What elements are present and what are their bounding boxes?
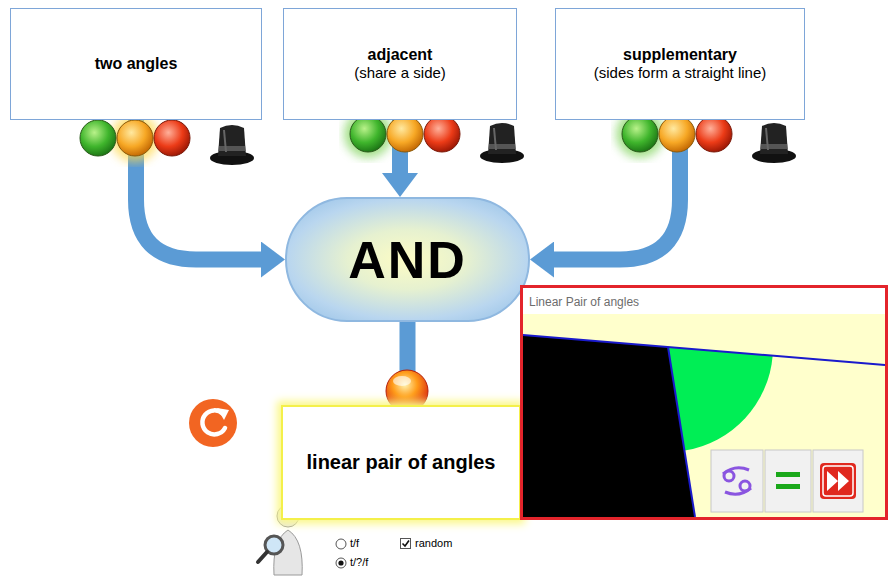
node-title: supplementary xyxy=(623,46,737,64)
checkbox-label: random xyxy=(415,537,452,549)
and-gate: AND xyxy=(285,197,530,322)
top-hat-icon xyxy=(752,123,796,163)
traffic-light xyxy=(622,116,732,152)
concept-box: adjacent(share a side) xyxy=(283,8,517,120)
node-title: AND xyxy=(348,230,467,290)
top-hat-icon xyxy=(480,123,524,163)
concept-box: linear pair of angles xyxy=(281,405,521,520)
checkbox xyxy=(401,539,411,549)
radio-label: t/f xyxy=(350,537,359,549)
traffic-light xyxy=(80,120,190,156)
node-title: linear pair of angles xyxy=(307,451,496,474)
preview-window: Linear Pair of angles xyxy=(520,285,888,520)
radio-button xyxy=(336,558,346,568)
cancer-symbol-icon xyxy=(723,468,751,495)
node-title: adjacent xyxy=(368,46,433,64)
node-title: two angles xyxy=(95,55,178,73)
top-hat-icon xyxy=(210,125,254,165)
node-title: Linear Pair of angles xyxy=(523,288,639,313)
node-subtitle: (sides form a straight line) xyxy=(594,64,767,82)
equals-icon xyxy=(776,472,800,477)
traffic-light xyxy=(350,116,460,152)
radio-label: t/?/f xyxy=(350,556,368,568)
fast-forward-icon xyxy=(820,463,856,499)
angle-illustration xyxy=(523,288,885,517)
node-subtitle: (share a side) xyxy=(354,64,446,82)
concept-box: supplementary(sides form a straight line… xyxy=(555,8,805,120)
refresh-icon xyxy=(189,399,237,447)
radio-button xyxy=(336,539,346,549)
concept-box: two angles xyxy=(10,8,262,120)
